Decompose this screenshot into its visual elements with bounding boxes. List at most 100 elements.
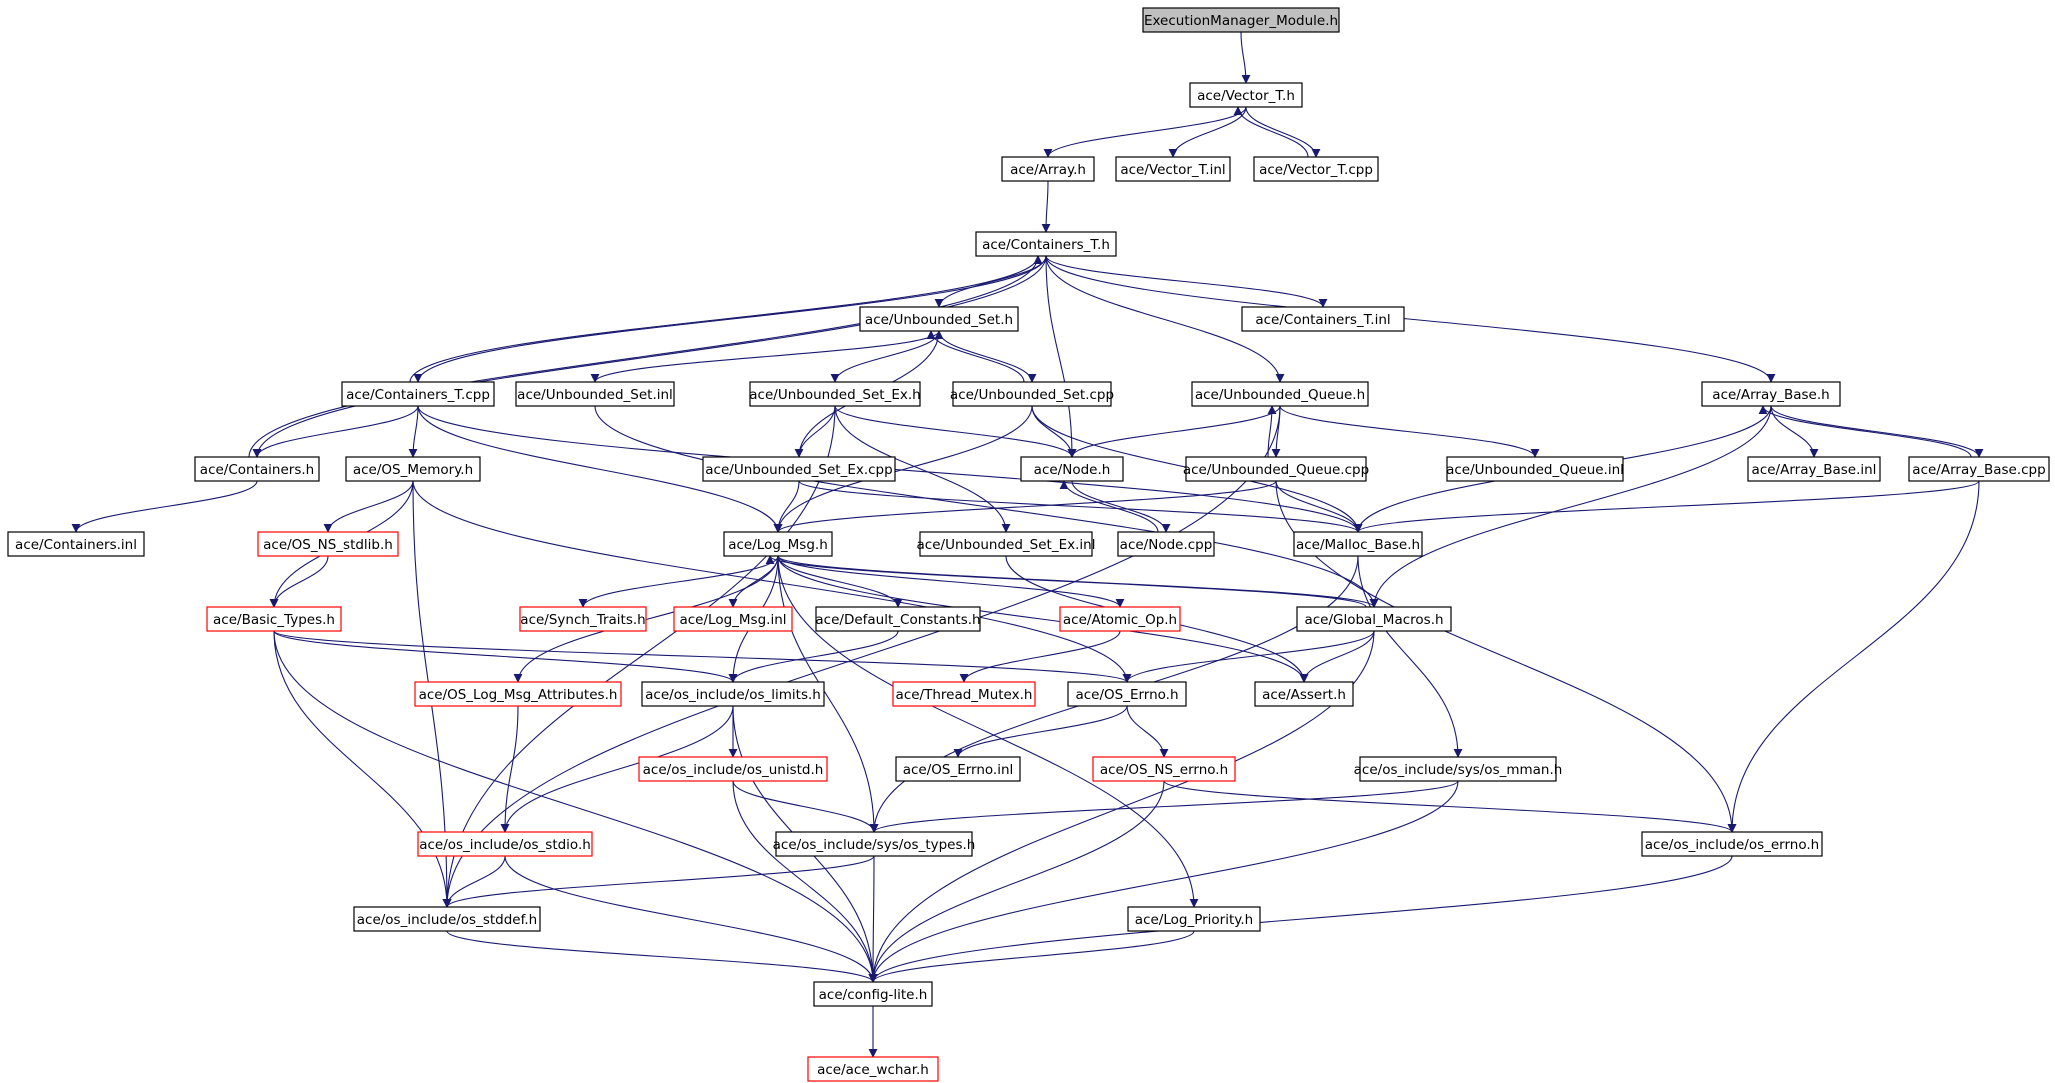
graph-edge — [953, 705, 1128, 758]
dependency-arrow — [869, 780, 1459, 833]
graph-node[interactable]: ace/os_include/os_stddef.h — [353, 906, 541, 932]
graph-node[interactable]: ace/Unbounded_Set_Ex.h — [749, 381, 921, 407]
node-box — [1127, 906, 1261, 932]
node-label: ace/Array.h — [1010, 162, 1086, 178]
dependency-arrow — [1168, 106, 1247, 158]
graph-node[interactable]: ace/OS_NS_stdlib.h — [257, 531, 399, 557]
node-box — [975, 231, 1117, 257]
dependency-arrow — [834, 405, 1077, 458]
graph-edge — [446, 930, 878, 983]
node-box — [919, 531, 1093, 557]
graph-node[interactable]: ace/Containers.inl — [7, 531, 145, 557]
graph-node[interactable]: ace/os_include/sys/os_types.h — [773, 831, 976, 857]
graph-edge — [500, 705, 734, 833]
graph-edge — [773, 480, 800, 533]
graph-edge — [732, 780, 879, 833]
dependency-arrow — [273, 630, 878, 983]
graph-node[interactable]: ace/Unbounded_Set.inl — [515, 381, 675, 407]
graph-node[interactable]: ace/Log_Msg.h — [723, 531, 833, 557]
graph-node[interactable]: ace/Atomic_Op.h — [1059, 606, 1181, 632]
node-label: ace/Synch_Traits.h — [520, 612, 645, 628]
graph-edge — [1163, 780, 1737, 833]
graph-node[interactable]: ExecutionManager_Module.h — [1142, 7, 1340, 33]
graph-edge — [1045, 255, 1285, 383]
graph-node[interactable]: ace/OS_Errno.inl — [895, 756, 1021, 782]
dependency-arrow — [273, 630, 452, 908]
graph-node[interactable]: ace/Unbounded_Queue.inl — [1446, 456, 1624, 482]
graph-node[interactable]: ace/Containers.h — [194, 456, 320, 482]
graph-node[interactable]: ace/os_include/os_unistd.h — [638, 756, 828, 782]
dependency-arrow — [446, 930, 878, 983]
node-box — [749, 381, 921, 407]
graph-node[interactable]: ace/Vector_T.cpp — [1253, 156, 1379, 182]
dependency-arrow — [1369, 405, 1772, 608]
graph-node[interactable]: ace/Log_Msg.inl — [673, 606, 793, 632]
graph-node[interactable]: ace/Vector_T.inl — [1115, 156, 1231, 182]
graph-node[interactable]: ace/OS_Log_Msg_Attributes.h — [414, 681, 622, 707]
graph-node[interactable]: ace/os_include/os_limits.h — [641, 681, 825, 707]
graph-node[interactable]: ace/Vector_T.h — [1189, 82, 1303, 108]
graph-node[interactable]: ace/Basic_Types.h — [206, 606, 342, 632]
node-label: ace/Log_Priority.h — [1135, 912, 1253, 928]
graph-node[interactable]: ace/Array_Base.inl — [1747, 456, 1881, 482]
graph-node[interactable]: ace/Unbounded_Set.cpp — [950, 381, 1114, 407]
dependency-arrow — [868, 930, 1195, 983]
graph-edge — [1059, 480, 1159, 533]
graph-node[interactable]: ace/Unbounded_Queue.h — [1191, 381, 1369, 407]
graph-node[interactable]: ace/Array.h — [1001, 156, 1095, 182]
graph-node[interactable]: ace/Array_Base.h — [1701, 381, 1841, 407]
graph-node[interactable]: ace/Node.cpp — [1117, 531, 1215, 557]
node-label: ace/Assert.h — [1262, 687, 1346, 703]
graph-edge — [777, 555, 1199, 908]
dependency-arrow — [413, 255, 1047, 383]
graph-node[interactable]: ace/Node.h — [1020, 456, 1124, 482]
node-label: ace/Unbounded_Set.cpp — [950, 387, 1114, 403]
graph-node[interactable]: ace/os_include/os_errno.h — [1641, 831, 1823, 857]
node-label: ace/Unbounded_Set_Ex.cpp — [705, 462, 892, 478]
dependency-arrow — [1758, 405, 1972, 458]
dependency-arrow — [1043, 106, 1247, 158]
graph-edge — [594, 405, 1379, 608]
graph-nodes: ExecutionManager_Module.h ace/Vector_T.ha… — [7, 7, 2050, 1082]
graph-node[interactable]: ace/Array_Base.cpp — [1908, 456, 2050, 482]
graph-node[interactable]: ace/Containers_T.cpp — [341, 381, 495, 407]
graph-node[interactable]: ace/Containers_T.h — [975, 231, 1117, 257]
graph-node[interactable]: ace/Synch_Traits.h — [519, 606, 647, 632]
graph-edge — [1045, 255, 1328, 308]
graph-node[interactable]: ace/Unbounded_Set_Ex.cpp — [702, 456, 896, 482]
graph-node[interactable]: ace/Unbounded_Set_Ex.inl — [917, 531, 1096, 557]
graph-edge — [934, 255, 1047, 308]
node-box — [813, 981, 933, 1007]
node-label: ace/os_include/os_errno.h — [1645, 837, 1819, 853]
graph-edge — [504, 855, 878, 983]
graph-node[interactable]: ace/Containers_T.inl — [1241, 306, 1405, 332]
graph-node[interactable]: ace/Unbounded_Queue.cpp — [1183, 456, 1369, 482]
node-box — [1359, 756, 1557, 782]
node-box — [1701, 381, 1841, 407]
graph-node[interactable]: ace/OS_Errno.h — [1067, 681, 1187, 707]
node-box — [1142, 7, 1340, 33]
graph-node[interactable]: ace/os_include/sys/os_mman.h — [1354, 756, 1563, 782]
graph-edge — [442, 855, 875, 908]
node-box — [1747, 456, 1881, 482]
graph-node[interactable]: ace/Malloc_Base.h — [1293, 531, 1423, 557]
graph-node[interactable]: ace/Log_Priority.h — [1127, 906, 1261, 932]
graph-edge — [1727, 480, 1980, 833]
graph-node[interactable]: ace/config-lite.h — [813, 981, 933, 1007]
graph-node[interactable]: ace/Unbounded_Set.h — [859, 306, 1019, 332]
graph-edge — [765, 555, 1367, 608]
node-label: ace/Array_Base.h — [1712, 387, 1829, 403]
graph-node[interactable]: ace/Default_Constants.h — [815, 606, 981, 632]
graph-node[interactable]: ace/OS_NS_errno.h — [1092, 756, 1236, 782]
graph-node[interactable]: ace/Assert.h — [1254, 681, 1354, 707]
graph-node[interactable]: ace/os_include/os_stdio.h — [417, 831, 593, 857]
node-box — [1908, 456, 2050, 482]
graph-edge — [777, 555, 1309, 683]
graph-node[interactable]: ace/Thread_Mutex.h — [892, 681, 1036, 707]
graph-node[interactable]: ace/OS_Memory.h — [345, 456, 481, 482]
graph-node[interactable]: ace/Global_Macros.h — [1296, 606, 1452, 632]
graph-node[interactable]: ace/ace_wchar.h — [807, 1056, 939, 1082]
dependency-arrow — [1163, 780, 1737, 833]
dependency-arrow — [1045, 255, 1285, 383]
node-box — [7, 531, 145, 557]
